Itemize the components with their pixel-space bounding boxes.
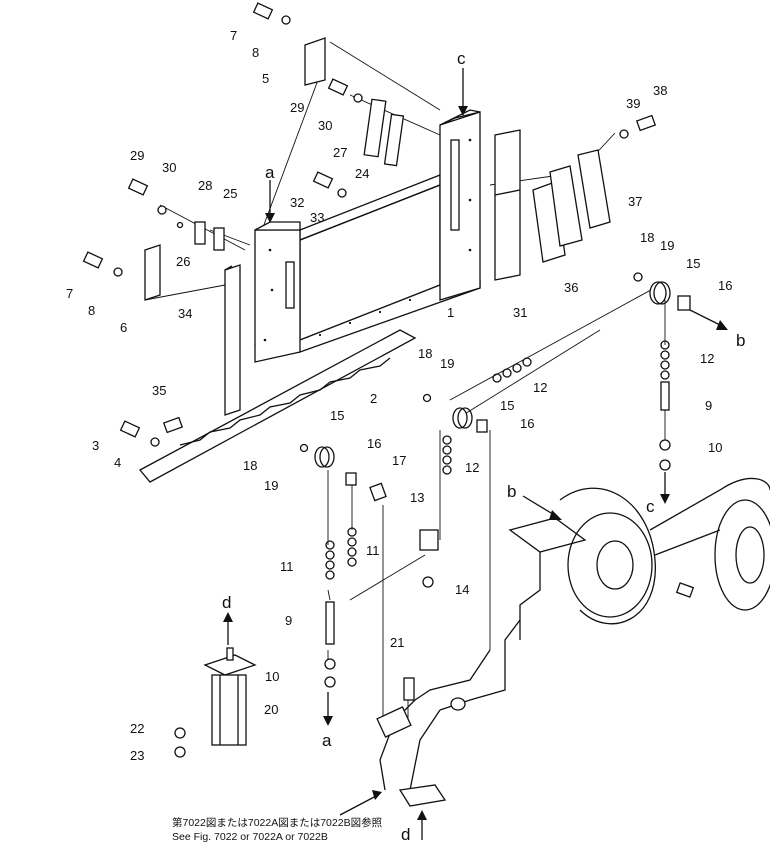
callout-19c: 19 <box>264 478 278 493</box>
callout-16c: 16 <box>367 436 381 451</box>
callout-4: 4 <box>114 455 121 470</box>
callout-31: 31 <box>513 305 527 320</box>
callout-16a: 16 <box>718 278 732 293</box>
callout-27: 27 <box>333 145 347 160</box>
callout-34: 34 <box>178 306 192 321</box>
callout-39: 39 <box>626 96 640 111</box>
callout-32: 32 <box>290 195 304 210</box>
callout-15b: 15 <box>500 398 514 413</box>
member-31 <box>494 129 521 281</box>
ref-letter-d-bottom: d <box>401 825 410 844</box>
callout-10a: 10 <box>708 440 722 455</box>
callout-2: 2 <box>370 391 377 406</box>
bar-34 <box>224 264 241 416</box>
callout-5: 5 <box>262 71 269 86</box>
plate-37 <box>577 149 611 229</box>
callout-23: 23 <box>130 748 144 763</box>
plate-28 <box>194 221 206 245</box>
callout-18a: 18 <box>640 230 654 245</box>
ref-letter-b-right: b <box>736 331 745 350</box>
callout-22: 22 <box>130 721 144 736</box>
callout-11b: 11 <box>366 543 380 558</box>
chains-and-sprockets <box>299 272 691 701</box>
callout-24: 24 <box>355 166 369 181</box>
callout-20: 20 <box>264 702 278 717</box>
callout-7a: 7 <box>230 28 237 43</box>
reference-letters: c a b c b d a d <box>222 49 745 844</box>
callout-19a: 19 <box>660 238 674 253</box>
callout-21: 21 <box>390 635 404 650</box>
callout-8b: 8 <box>88 303 95 318</box>
bracket-5 <box>304 37 326 86</box>
callout-9b: 9 <box>285 613 292 628</box>
callout-38: 38 <box>653 83 667 98</box>
callout-14: 14 <box>455 582 469 597</box>
plate-27 <box>363 98 387 158</box>
callout-26: 26 <box>176 254 190 269</box>
callout-18b: 18 <box>418 346 432 361</box>
callout-18c: 18 <box>243 458 257 473</box>
callouts: 7 8 5 29 30 27 24 32 33 29 30 28 25 26 7… <box>66 28 732 763</box>
ref-letter-a-bottom: a <box>322 731 332 750</box>
callout-28: 28 <box>198 178 212 193</box>
callout-8a: 8 <box>252 45 259 60</box>
callout-17: 17 <box>392 453 406 468</box>
ref-letter-a-top: a <box>265 163 275 182</box>
callout-12a: 12 <box>700 351 714 366</box>
frame-1 <box>254 109 481 363</box>
callout-11a: 11 <box>280 559 294 574</box>
cylinder-20 <box>174 647 257 758</box>
reference-note-jp: 第7022図または7022A図または7022B図参照 <box>172 816 383 829</box>
callout-16b: 16 <box>520 416 534 431</box>
reference-note-en: See Fig. 7022 or 7022A or 7022B <box>172 831 328 843</box>
callout-13: 13 <box>410 490 424 505</box>
callout-9a: 9 <box>705 398 712 413</box>
callout-12c: 12 <box>465 460 479 475</box>
callout-37: 37 <box>628 194 642 209</box>
callout-30a: 30 <box>318 118 332 133</box>
bracket-6 <box>144 244 161 301</box>
plate-25 <box>213 227 225 251</box>
callout-6: 6 <box>120 320 127 335</box>
leader-lines <box>144 41 666 725</box>
callout-25: 25 <box>223 186 237 201</box>
wheel-assembly <box>376 477 770 807</box>
callout-36: 36 <box>564 280 578 295</box>
callout-15c: 15 <box>330 408 344 423</box>
callout-7b: 7 <box>66 286 73 301</box>
plate-36b <box>549 165 583 247</box>
plate-24 <box>383 113 405 167</box>
callout-33: 33 <box>310 210 324 225</box>
callout-1: 1 <box>447 305 454 320</box>
ref-letter-c-top: c <box>457 49 466 68</box>
callout-29b: 29 <box>130 148 144 163</box>
callout-10b: 10 <box>265 669 279 684</box>
callout-3: 3 <box>92 438 99 453</box>
ref-letter-b-frame: b <box>507 482 516 501</box>
bolts <box>82 2 657 447</box>
callout-30b: 30 <box>162 160 176 175</box>
callout-19b: 19 <box>440 356 454 371</box>
callout-29a: 29 <box>290 100 304 115</box>
callout-35: 35 <box>152 383 166 398</box>
callout-12b: 12 <box>533 380 547 395</box>
arrows <box>223 68 728 840</box>
ref-letter-d-top: d <box>222 593 231 612</box>
ref-letter-c-right: c <box>646 497 655 516</box>
callout-15a: 15 <box>686 256 700 271</box>
